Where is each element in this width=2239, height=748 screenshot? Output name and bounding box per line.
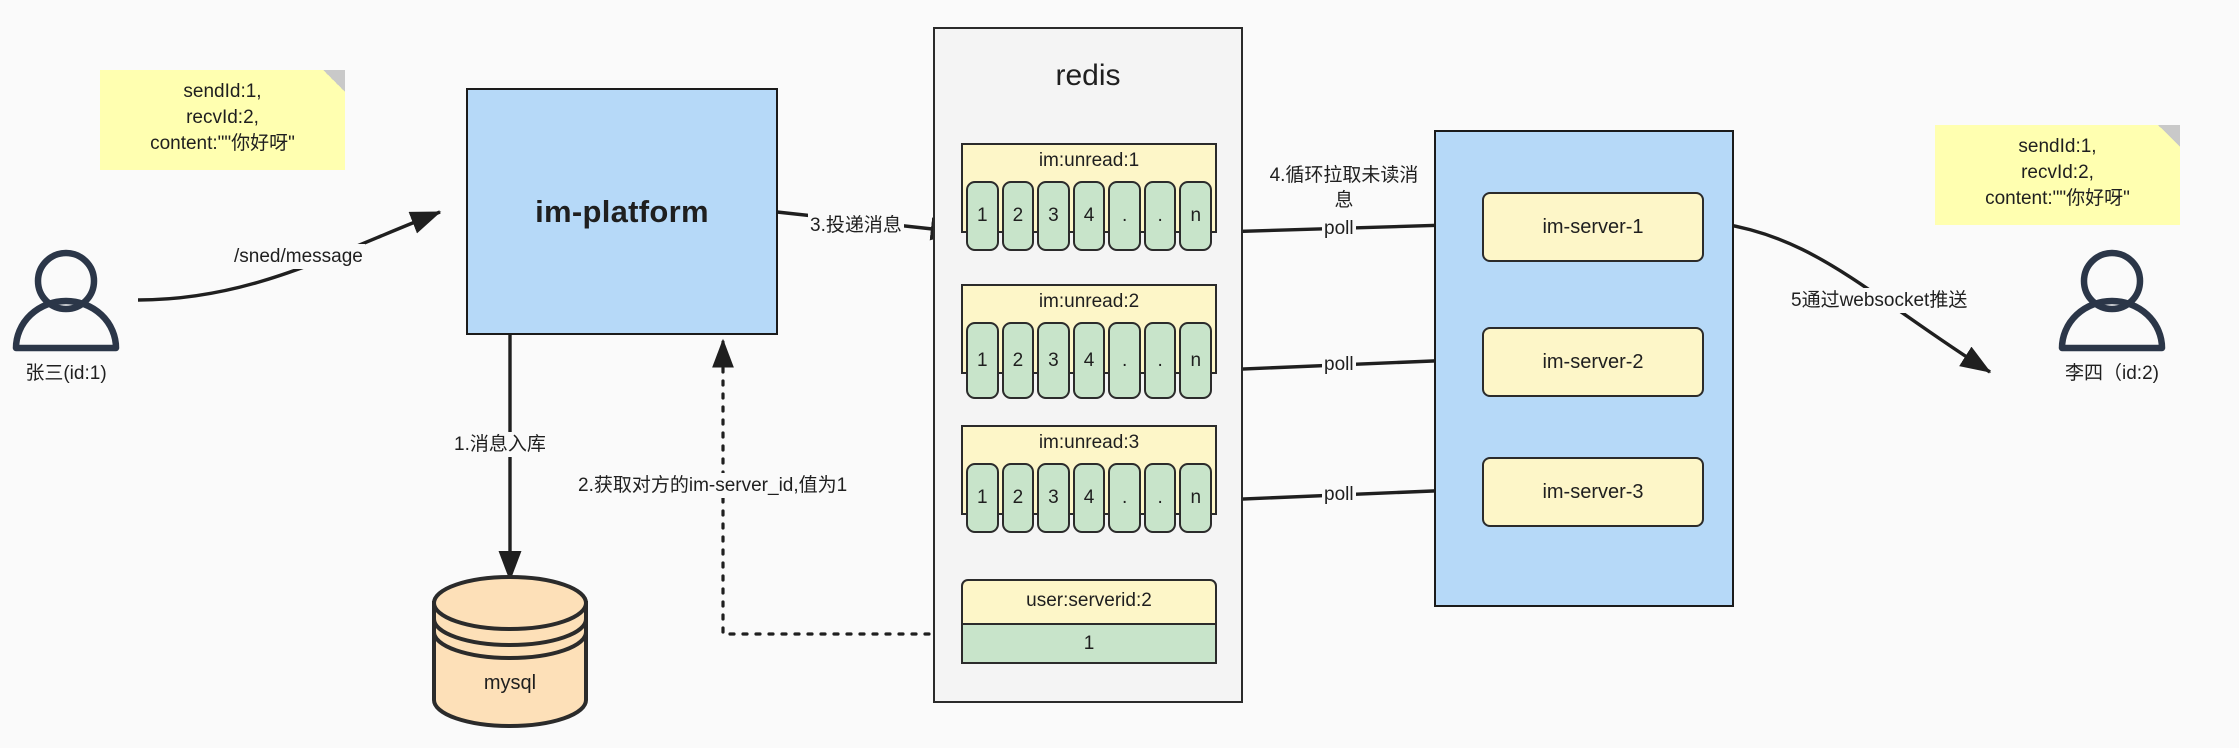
- redis-queue-key: im:unread:1: [1038, 150, 1140, 171]
- queue-cell[interactable]: .: [1143, 463, 1177, 533]
- edge-label-step5: 5通过websocket推送: [1789, 288, 1970, 313]
- redis-queue-im-unread-1[interactable]: im:unread:1 1 2 3 4 . . n: [961, 143, 1217, 251]
- queue-cell[interactable]: 4: [1072, 181, 1106, 251]
- redis-title: redis: [1055, 59, 1121, 92]
- queue-cell[interactable]: .: [1108, 322, 1141, 399]
- edge-label-poll-2: poll: [1322, 352, 1356, 377]
- redis-kv-user-serverid[interactable]: user:serverid:2 1: [961, 579, 1217, 664]
- sticky-note-left-text: sendId:1, recvId:2, content:""你好呀": [150, 81, 295, 154]
- queue-cell[interactable]: .: [1143, 322, 1177, 399]
- queue-cell[interactable]: .: [1108, 463, 1141, 533]
- im-server-3-label: im-server-3: [1542, 480, 1644, 503]
- edge-label-poll-3: poll: [1322, 482, 1356, 507]
- queue-cell[interactable]: 2: [1001, 463, 1035, 533]
- receiver-actor: 李四（id:2): [2052, 250, 2172, 390]
- queue-cell[interactable]: 4: [1072, 322, 1106, 399]
- queue-cell[interactable]: 3: [1037, 322, 1070, 399]
- sticky-fold-icon: [323, 70, 345, 92]
- queue-cell[interactable]: .: [1143, 181, 1177, 251]
- sticky-fold-icon: [2158, 125, 2180, 147]
- im-server-3-node[interactable]: im-server-3: [1482, 457, 1704, 527]
- queue-cell[interactable]: n: [1179, 181, 1213, 251]
- im-server-1-node[interactable]: im-server-1: [1482, 192, 1704, 262]
- mysql-node[interactable]: mysql: [434, 575, 586, 726]
- queue-cell[interactable]: 1: [966, 322, 999, 399]
- sender-actor: 张三(id:1): [6, 250, 126, 390]
- queue-cell[interactable]: 4: [1072, 463, 1106, 533]
- mysql-label: mysql: [483, 672, 537, 694]
- receiver-actor-label: 李四（id:2): [2065, 363, 2159, 384]
- edge-label-send-message: /sned/message: [232, 244, 365, 269]
- redis-kv-key: user:serverid:2: [1026, 590, 1152, 611]
- sticky-note-right-text: sendId:1, recvId:2, content:""你好呀": [1985, 136, 2130, 209]
- edge-label-poll-1: poll: [1322, 216, 1356, 241]
- redis-kv-value[interactable]: 1: [961, 623, 1217, 664]
- edge-label-step4: 4.循环拉取未读消 息: [1258, 163, 1430, 213]
- queue-cell[interactable]: n: [1179, 463, 1213, 533]
- im-server-cluster: im-server-1 im-server-2 im-server-3: [1434, 130, 1734, 607]
- queue-cell[interactable]: 1: [966, 463, 999, 533]
- sticky-note-right: sendId:1, recvId:2, content:""你好呀": [1935, 125, 2180, 225]
- im-server-2-label: im-server-2: [1542, 350, 1644, 373]
- queue-cell[interactable]: 3: [1037, 463, 1070, 533]
- im-platform-node[interactable]: im-platform: [466, 88, 778, 335]
- redis-queue-cells: 1 2 3 4 . . n: [966, 181, 1213, 251]
- redis-queue-cells: 1 2 3 4 . . n: [966, 463, 1213, 533]
- edge-label-step3: 3.投递消息: [808, 213, 904, 238]
- queue-cell[interactable]: 3: [1037, 181, 1070, 251]
- im-platform-label: im-platform: [535, 193, 709, 229]
- redis-queue-im-unread-3[interactable]: im:unread:3 1 2 3 4 . . n: [961, 425, 1217, 533]
- sticky-note-left: sendId:1, recvId:2, content:""你好呀": [100, 70, 345, 170]
- redis-queue-key: im:unread:3: [1038, 432, 1140, 453]
- queue-cell[interactable]: 1: [966, 181, 999, 251]
- sender-actor-label: 张三(id:1): [25, 363, 107, 384]
- queue-cell[interactable]: n: [1179, 322, 1213, 399]
- queue-cell[interactable]: 2: [1001, 181, 1035, 251]
- queue-cell[interactable]: 2: [1001, 322, 1035, 399]
- redis-queue-cells: 1 2 3 4 . . n: [966, 322, 1213, 399]
- im-server-2-node[interactable]: im-server-2: [1482, 327, 1704, 397]
- redis-queue-key: im:unread:2: [1038, 291, 1140, 312]
- queue-cell[interactable]: .: [1108, 181, 1141, 251]
- redis-container: redis im:unread:1 1 2 3 4 . . n im:unrea…: [933, 27, 1243, 703]
- im-server-1-label: im-server-1: [1542, 215, 1644, 238]
- edge-label-step2: 2.获取对方的im-server_id,值为1: [576, 473, 850, 498]
- redis-queue-im-unread-2[interactable]: im:unread:2 1 2 3 4 . . n: [961, 284, 1217, 399]
- edge-label-step1: 1.消息入库: [452, 432, 548, 457]
